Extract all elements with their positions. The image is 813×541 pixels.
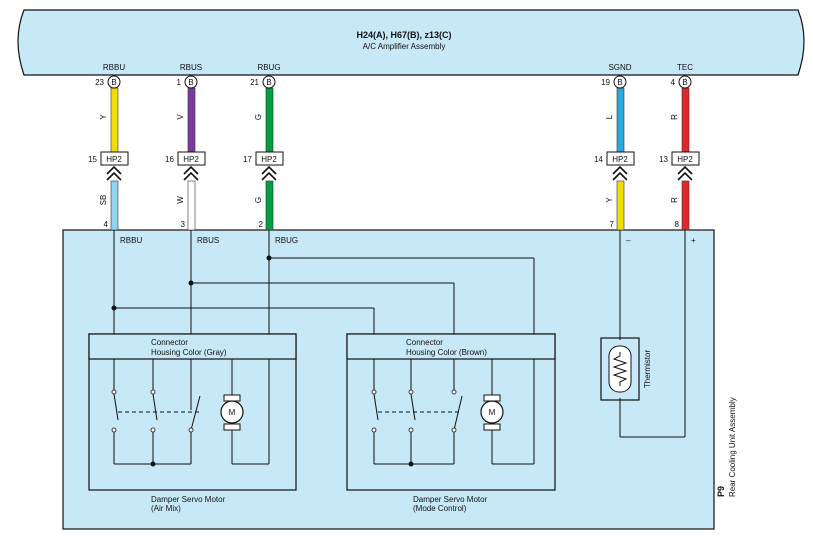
pin-number: 4 xyxy=(104,220,109,229)
wire-color-label: V xyxy=(176,114,185,120)
pin-conn: B xyxy=(682,78,687,87)
unit-name: Rear Cooling Unit Assembly xyxy=(728,397,737,497)
upper-wires xyxy=(110,87,690,153)
motor-symbol: M xyxy=(229,408,236,417)
thermistor-label: Thermistor xyxy=(643,350,652,389)
pin-number: 8 xyxy=(675,220,680,229)
junction-number: 14 xyxy=(594,155,603,164)
pin-number: 2 xyxy=(259,220,264,229)
pin-number: 19 xyxy=(601,78,610,87)
amplifier-name: A/C Amplifier Assembly xyxy=(363,42,446,51)
pin-conn: B xyxy=(111,78,116,87)
junction-dots xyxy=(111,255,272,311)
junction-number: 17 xyxy=(243,155,252,164)
junction-label: HP2 xyxy=(183,155,199,164)
pin-number: 3 xyxy=(181,220,186,229)
junction-number: 13 xyxy=(659,155,668,164)
pin-name-sgnd: SGND xyxy=(608,63,631,72)
rear-cooling-unit-box xyxy=(62,229,715,530)
wire-color-label: R xyxy=(670,114,679,120)
motor-caption-sub: (Mode Control) xyxy=(413,504,467,513)
pin-conn: B xyxy=(617,78,622,87)
damper-servo-motor-mode-control: Connector Housing Color (Brown) xyxy=(346,333,556,513)
unit-code: P9 xyxy=(716,486,726,497)
pin-number: 23 xyxy=(95,78,104,87)
wire-color-label: SB xyxy=(99,195,108,206)
unit-pin-name: RBUG xyxy=(275,236,298,245)
connector-label: Connector xyxy=(406,338,443,347)
junction-number: 15 xyxy=(88,155,97,164)
junction-label: HP2 xyxy=(261,155,277,164)
wire-color-label: W xyxy=(176,196,185,204)
wire-color-label: Y xyxy=(99,114,108,120)
pin-number: 1 xyxy=(177,78,182,87)
unit-pin-name: – xyxy=(626,236,631,245)
unit-pin-name: RBUS xyxy=(197,236,219,245)
connector-housing-color: Housing Color (Gray) xyxy=(151,348,227,357)
pin-name-rbus: RBUS xyxy=(180,63,202,72)
junction-connectors: HP2 15 HP2 16 HP2 17 HP2 14 HP2 13 xyxy=(88,151,700,181)
pin-conn: B xyxy=(188,78,193,87)
connector-housing-color: Housing Color (Brown) xyxy=(406,348,487,357)
pin-number: 7 xyxy=(610,220,615,229)
thermistor: Thermistor xyxy=(600,337,652,401)
motor-caption-sub: (Air Mix) xyxy=(151,504,181,513)
connector-label: Connector xyxy=(151,338,188,347)
amplifier-title: H24(A), H67(B), z13(C) xyxy=(356,30,451,40)
pin-name-tec: TEC xyxy=(677,63,693,72)
amplifier-assembly-box xyxy=(17,9,805,76)
junction-number: 16 xyxy=(165,155,174,164)
junction-label: HP2 xyxy=(106,155,122,164)
unit-pin-name: RBBU xyxy=(120,236,142,245)
pin-name-rbbu: RBBU xyxy=(103,63,125,72)
wire-color-label: L xyxy=(605,114,614,119)
motor-symbol: M xyxy=(489,408,496,417)
internal-wiring xyxy=(113,230,686,438)
wire-color-label: R xyxy=(670,197,679,203)
motor-caption: Damper Servo Motor xyxy=(413,495,488,504)
junction-label: HP2 xyxy=(677,155,693,164)
wire-color-label: G xyxy=(254,197,263,203)
pin-number: 21 xyxy=(250,78,259,87)
pin-name-rbug: RBUG xyxy=(257,63,280,72)
pin-conn: B xyxy=(266,78,271,87)
pin-number: 4 xyxy=(671,78,676,87)
junction-label: HP2 xyxy=(612,155,628,164)
amplifier-pins: B 23 B 1 B 21 B 19 B 4 xyxy=(95,75,692,89)
unit-pin-name: + xyxy=(691,236,696,245)
damper-servo-motor-air-mix: Connector Housing Color (Gray) xyxy=(88,333,297,513)
lower-wires xyxy=(110,180,690,231)
motor-caption: Damper Servo Motor xyxy=(151,495,226,504)
wire-color-label: Y xyxy=(605,197,614,203)
wire-color-label: G xyxy=(254,114,263,120)
